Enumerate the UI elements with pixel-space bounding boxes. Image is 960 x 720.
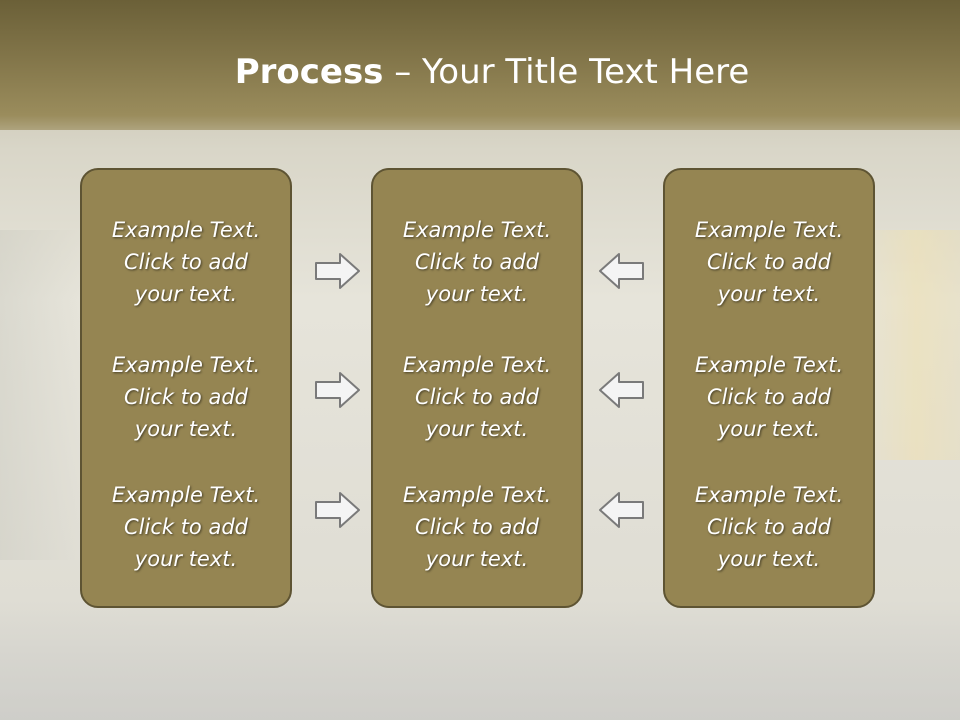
text-block[interactable]: Example Text. Click to add your text.	[82, 214, 290, 310]
text-block[interactable]: Example Text. Click to add your text.	[665, 349, 873, 445]
text-line: Example Text.	[111, 218, 261, 242]
text-line: your text.	[717, 547, 821, 571]
text-line: Click to add	[123, 385, 248, 409]
arrow-right-icon[interactable]	[314, 370, 362, 410]
text-block[interactable]: Example Text. Click to add your text.	[373, 349, 581, 445]
title-rest-part: – Your Title Text Here	[383, 52, 750, 92]
background-floor	[0, 600, 960, 720]
text-line: your text.	[425, 547, 529, 571]
slide-title[interactable]: Process – Your Title Text Here	[0, 52, 960, 92]
arrow-left-icon[interactable]	[597, 490, 645, 530]
text-line: Click to add	[414, 250, 539, 274]
arrow-left-icon[interactable]	[597, 251, 645, 291]
text-line: Click to add	[123, 250, 248, 274]
text-line: your text.	[134, 282, 238, 306]
text-line: Example Text.	[402, 483, 552, 507]
arrow-right-icon[interactable]	[314, 490, 362, 530]
text-line: Example Text.	[111, 353, 261, 377]
text-line: Example Text.	[694, 483, 844, 507]
text-line: your text.	[425, 282, 529, 306]
background-wall-left	[0, 230, 80, 560]
text-line: Example Text.	[402, 218, 552, 242]
text-block[interactable]: Example Text. Click to add your text.	[82, 349, 290, 445]
text-block[interactable]: Example Text. Click to add your text.	[373, 214, 581, 310]
text-line: your text.	[717, 417, 821, 441]
text-line: your text.	[425, 417, 529, 441]
text-line: Click to add	[414, 515, 539, 539]
text-line: your text.	[134, 547, 238, 571]
process-panel-right[interactable]: Example Text. Click to add your text. Ex…	[663, 168, 875, 608]
text-block[interactable]: Example Text. Click to add your text.	[665, 479, 873, 575]
text-line: Click to add	[706, 385, 831, 409]
process-panel-left[interactable]: Example Text. Click to add your text. Ex…	[80, 168, 292, 608]
text-line: your text.	[717, 282, 821, 306]
arrow-left-icon[interactable]	[597, 370, 645, 410]
process-panel-middle[interactable]: Example Text. Click to add your text. Ex…	[371, 168, 583, 608]
text-line: Example Text.	[694, 218, 844, 242]
text-line: Example Text.	[111, 483, 261, 507]
title-bold-part: Process	[234, 52, 384, 92]
text-block[interactable]: Example Text. Click to add your text.	[665, 214, 873, 310]
text-line: Click to add	[706, 250, 831, 274]
text-line: Example Text.	[694, 353, 844, 377]
arrow-right-icon[interactable]	[314, 251, 362, 291]
text-line: your text.	[134, 417, 238, 441]
text-block[interactable]: Example Text. Click to add your text.	[82, 479, 290, 575]
text-block[interactable]: Example Text. Click to add your text.	[373, 479, 581, 575]
text-line: Example Text.	[402, 353, 552, 377]
text-line: Click to add	[123, 515, 248, 539]
header-band	[0, 0, 960, 130]
text-line: Click to add	[706, 515, 831, 539]
text-line: Click to add	[414, 385, 539, 409]
